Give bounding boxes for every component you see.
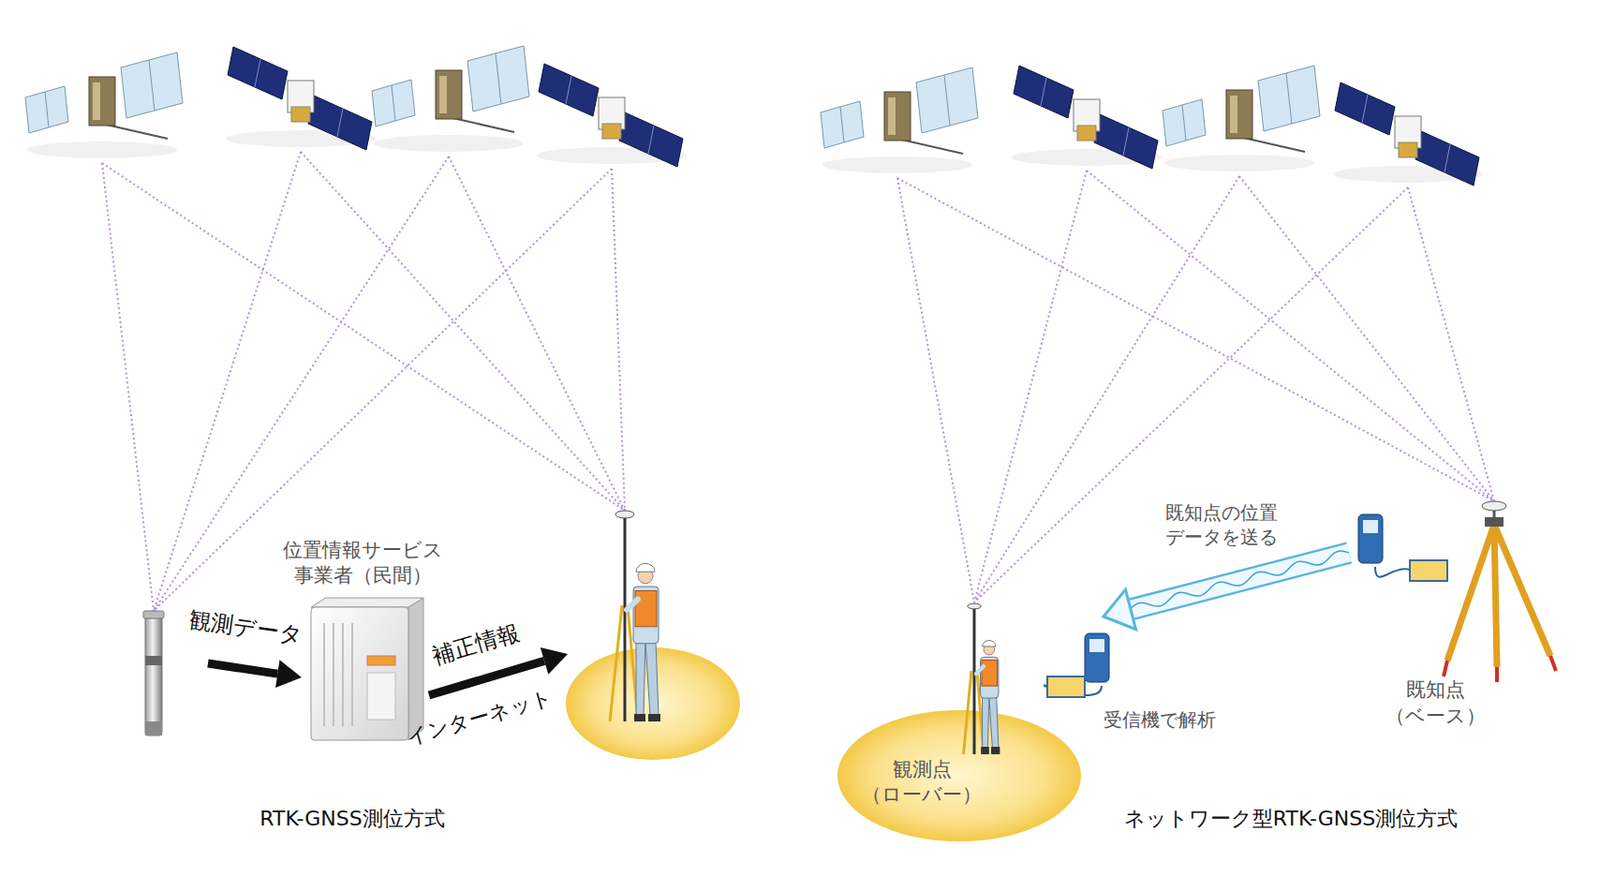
satellite: [1011, 65, 1162, 169]
edge-label: 既知点の位置 データを送る: [1163, 500, 1280, 549]
server: [311, 597, 424, 741]
ellipse-outline: [822, 599, 1104, 845]
signal-line: [1407, 187, 1495, 502]
surveyor-figure: [962, 603, 1000, 755]
reference-station: [143, 610, 164, 736]
node-label: 位置情報サービス 事業者（民間）: [282, 537, 444, 590]
surveyor-figure: [609, 510, 661, 722]
signal-line: [1239, 176, 1495, 502]
signal-line: [300, 151, 625, 511]
node-label: 既知点 （ベース）: [1385, 677, 1486, 729]
signal-line: [153, 156, 449, 611]
satellite: [25, 52, 183, 159]
satellites: [25, 45, 1483, 186]
signal-line: [611, 168, 625, 511]
wavy-arrow: [1103, 550, 1349, 630]
signal-line: [974, 170, 1087, 603]
panel-caption: ネットワーク型RTK-GNSS測位方式: [1124, 806, 1458, 831]
annotation-label: 観測データ: [187, 606, 305, 649]
signal-line: [897, 177, 975, 603]
satellite: [1162, 65, 1320, 172]
annotation-label: インターネット: [403, 684, 555, 750]
block-arrow: [207, 659, 302, 688]
arrow-head: [1103, 589, 1137, 630]
satellite-lines: [897, 170, 1495, 603]
satellite: [536, 63, 687, 167]
signal-line: [102, 162, 625, 511]
arrow-band: [1130, 552, 1349, 609]
panel-caption: RTK-GNSS測位方式: [259, 806, 445, 831]
signal-line: [1086, 170, 1495, 502]
base-tripod: [1443, 501, 1556, 682]
satellite: [1333, 82, 1483, 186]
satellite: [371, 45, 530, 152]
survey-area: 観測点 （ローバー）: [822, 599, 1104, 845]
signal-line: [897, 177, 1495, 502]
annotation-label: 受信機で解析: [1103, 708, 1216, 731]
signal-line: [153, 168, 612, 611]
wave-pattern: [1130, 550, 1349, 609]
signal-line: [974, 187, 1408, 603]
satellite-lines: [102, 151, 625, 611]
annotation-label: 補正情報: [429, 619, 523, 670]
base-station: 既知点 （ベース）: [1348, 496, 1570, 733]
receiver-unit: [1358, 514, 1448, 581]
signal-line: [448, 156, 625, 511]
satellite: [820, 67, 978, 174]
arrow-band-fill: [1130, 552, 1349, 609]
data-arrows: [207, 647, 568, 696]
node-label: 観測点 （ローバー）: [861, 756, 982, 809]
signal-line: [102, 162, 154, 611]
signal-line: [153, 151, 301, 611]
survey-area-ellipse: [837, 710, 1082, 842]
receiver-unit: [1044, 633, 1110, 697]
satellite: [225, 46, 376, 150]
